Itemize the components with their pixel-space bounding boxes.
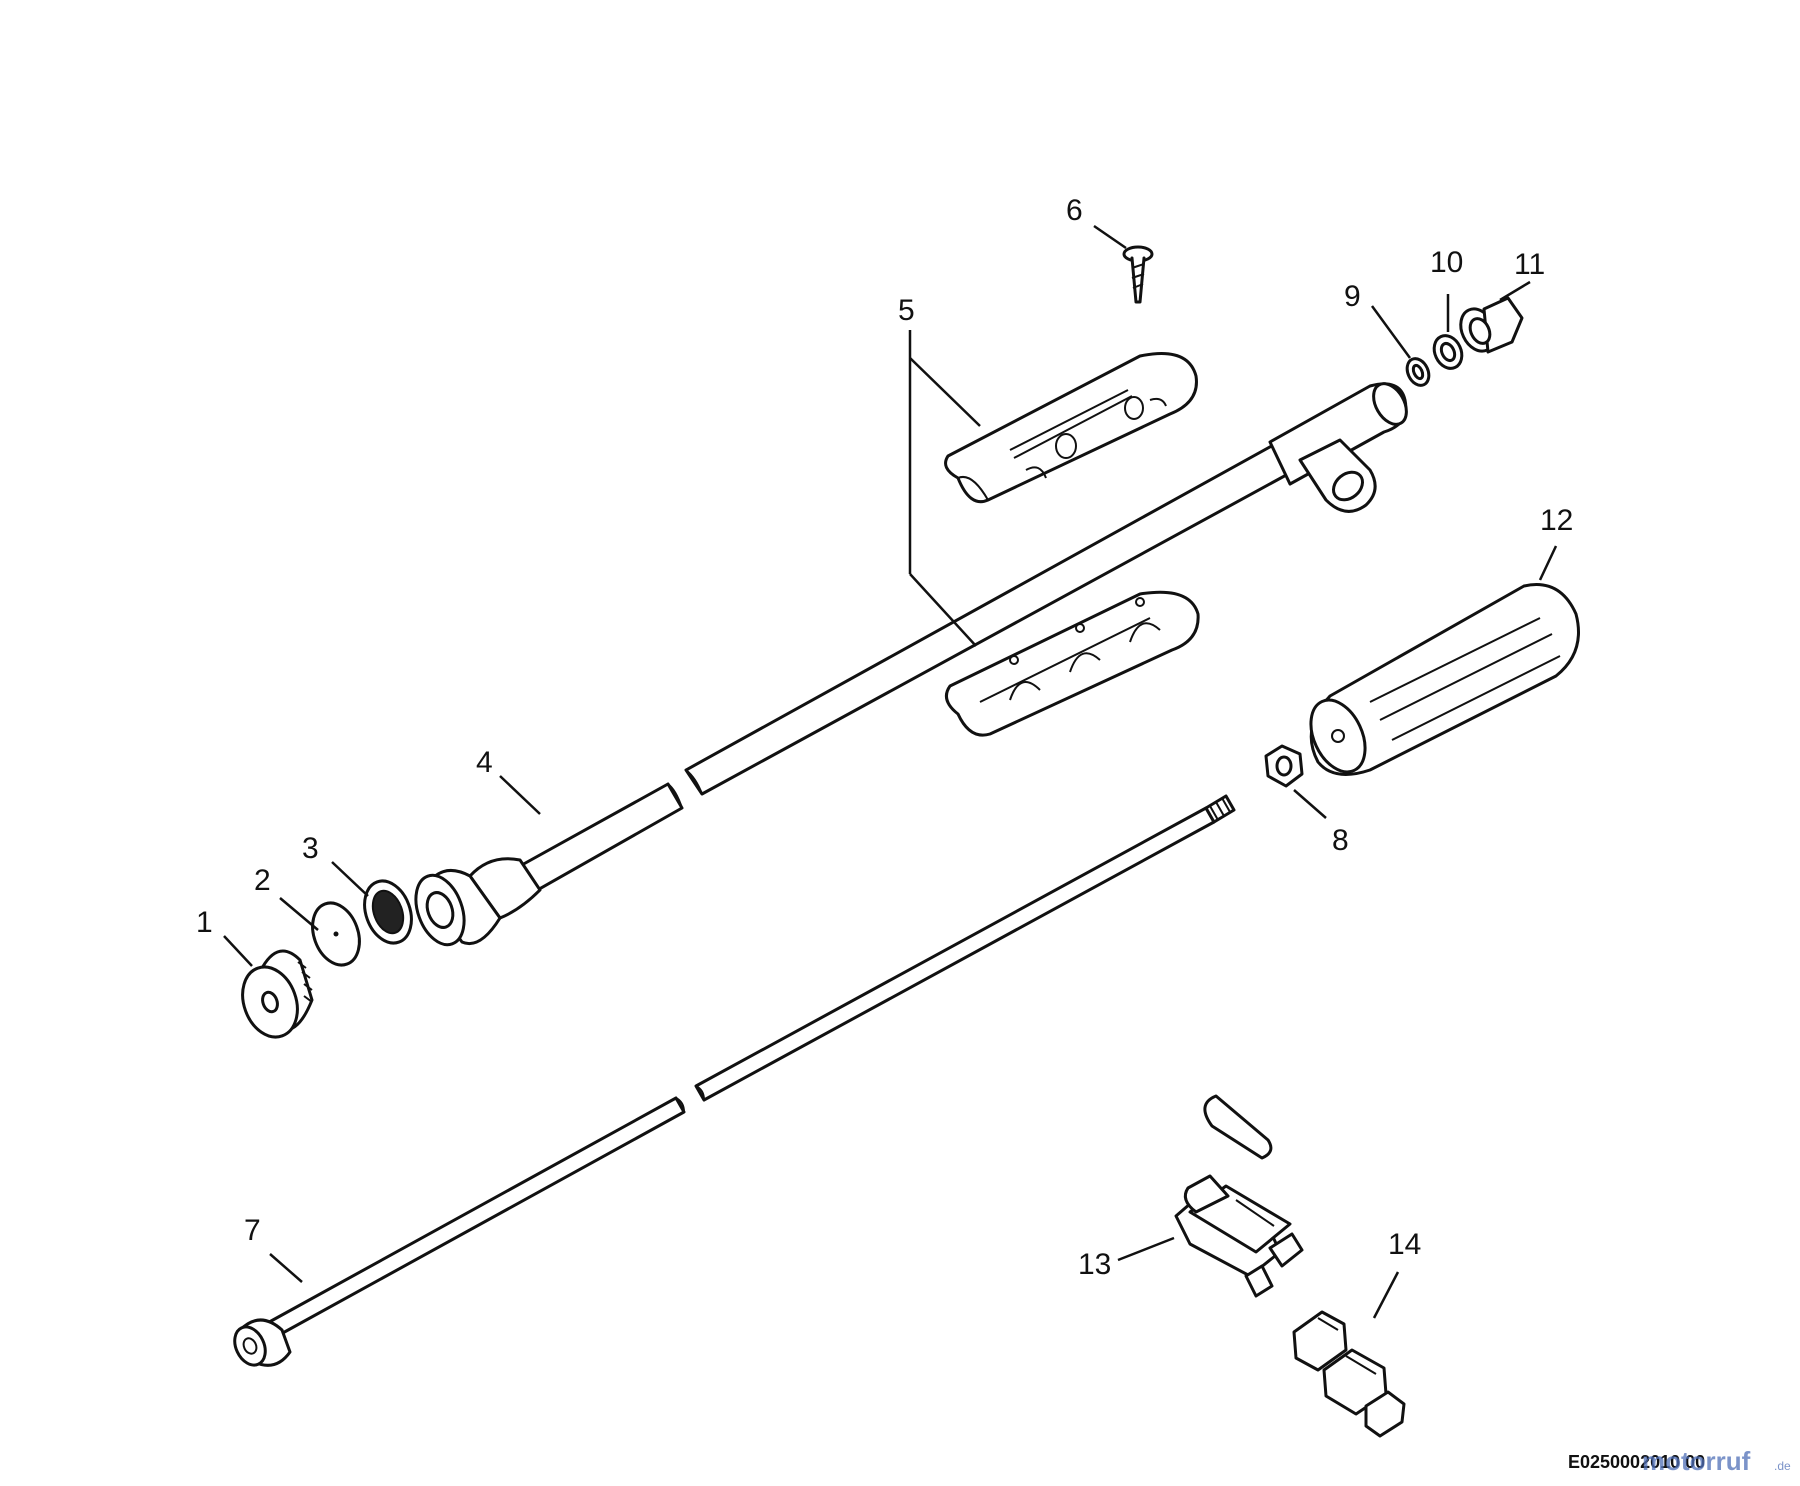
callout-12: 12 bbox=[1540, 504, 1573, 537]
part-13-valve bbox=[1174, 1094, 1304, 1298]
callout-13: 13 bbox=[1078, 1248, 1111, 1281]
drawing-reference-number: E0250002010 00 bbox=[1568, 1452, 1705, 1472]
callout-11: 11 bbox=[1514, 248, 1545, 281]
callout-6: 6 bbox=[1066, 194, 1083, 227]
callout-14: 14 bbox=[1388, 1228, 1421, 1261]
callout-8: 8 bbox=[1332, 824, 1349, 857]
part-7-rod bbox=[233, 794, 1236, 1367]
callout-4: 4 bbox=[476, 746, 493, 779]
part-11-end-fitting bbox=[1459, 296, 1524, 354]
part-9-washer bbox=[1405, 357, 1431, 387]
part-4-nozzle-body bbox=[414, 868, 502, 947]
part-2-nozzle-disc bbox=[311, 901, 361, 967]
watermark-logo: motorruf bbox=[1642, 1446, 1751, 1476]
part-6-screw bbox=[1122, 245, 1154, 304]
part-4-lance-tube bbox=[468, 382, 1408, 920]
callout-1: 1 bbox=[196, 906, 213, 939]
callout-5: 5 bbox=[898, 294, 915, 327]
callout-2: 2 bbox=[254, 864, 271, 897]
part-5-handle-shell-upper bbox=[944, 352, 1198, 504]
leader-lines bbox=[223, 224, 1558, 1319]
part-12-grip bbox=[1309, 583, 1580, 776]
watermark-domain: .de bbox=[1774, 1459, 1791, 1473]
part-14-coupling bbox=[1292, 1310, 1406, 1438]
callout-3: 3 bbox=[302, 832, 319, 865]
callout-7: 7 bbox=[244, 1214, 261, 1247]
part-5-handle-shell-lower bbox=[944, 590, 1200, 737]
part-1-nozzle-cap bbox=[241, 949, 314, 1039]
part-8-nut bbox=[1264, 744, 1304, 788]
part-3-filter-disc bbox=[363, 879, 413, 945]
part-10-nut bbox=[1432, 334, 1464, 370]
callout-labels: 1 2 3 4 5 6 7 8 9 10 11 12 13 14 bbox=[196, 194, 1573, 1281]
callout-10: 10 bbox=[1430, 246, 1463, 279]
drawing-footer: E0250002010 00 motorruf .de bbox=[1568, 1446, 1791, 1476]
callout-9: 9 bbox=[1344, 280, 1361, 313]
